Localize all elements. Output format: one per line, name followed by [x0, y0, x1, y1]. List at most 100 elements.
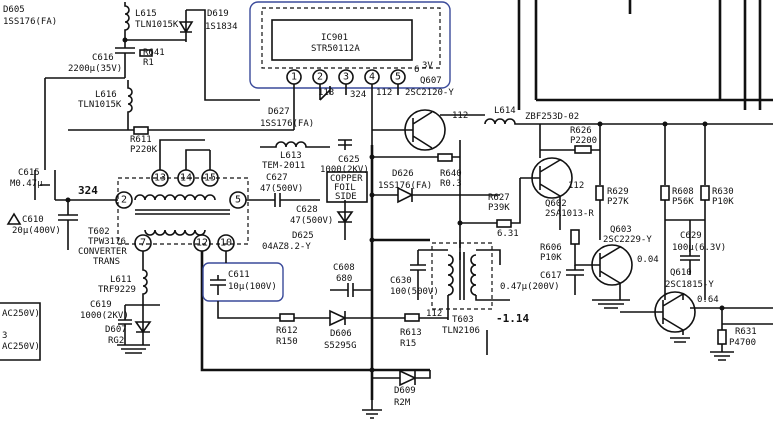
ic901-package-dashed: [261, 7, 441, 69]
c616-ref: C616: [92, 53, 114, 63]
c628-ref: C628: [296, 205, 318, 215]
ac-box: [0, 302, 41, 361]
c628-val: 47(500V): [290, 216, 333, 226]
r627-leads: [460, 178, 521, 224]
c608-cap: [330, 283, 372, 297]
r627-body: [496, 219, 512, 228]
r611-ref: R611: [130, 135, 152, 145]
t602-top-leads: [159, 139, 211, 170]
c615-ref: C615: [18, 168, 40, 178]
c630-val: 100(500V): [390, 287, 439, 297]
r611-body: [133, 126, 149, 135]
t602-desc-2: TRANS: [93, 257, 120, 267]
c629-ref: C629: [680, 231, 702, 241]
ac-label-1: AC250V): [2, 309, 40, 319]
c617-cap: [566, 265, 584, 295]
c625-cap: [338, 139, 352, 150]
r630-body: [700, 185, 710, 201]
c619-val: 1000(2KV): [80, 311, 129, 321]
q607-part: 2SC2120-Y: [405, 88, 454, 98]
r631-ref: R631: [735, 327, 757, 337]
d627-ref: D627: [268, 107, 290, 117]
right-frame-lines: [517, 0, 773, 110]
c619-cap: [118, 304, 160, 345]
l613-part: TEM-2011: [262, 161, 305, 171]
r630-ref: R630: [712, 187, 734, 197]
r613-leads: [419, 317, 488, 355]
l616-part: TLN1015K: [78, 100, 122, 110]
q610-part: 2SC1815-Y: [665, 280, 714, 290]
junction-dot: [369, 367, 375, 373]
r608-body: [660, 185, 670, 201]
t602-ref: T602: [88, 227, 110, 237]
warning-icon: [6, 212, 22, 225]
ic901-body: [271, 19, 413, 61]
r630-val: P10K: [712, 197, 734, 207]
r631-val: P4700: [729, 338, 756, 348]
d626-diode: [372, 186, 500, 204]
junction-dot: [597, 121, 603, 127]
d619-part: 1S1834: [205, 22, 238, 32]
junction-dot: [719, 305, 725, 311]
voltage-112-q602: 112: [568, 181, 584, 191]
d626-ref: D626: [392, 169, 414, 179]
r631-leads: [721, 308, 773, 352]
t603-outline: [431, 242, 493, 310]
c629-cap: [680, 220, 700, 275]
d607-diode: [134, 310, 152, 345]
t603-windings: [447, 252, 477, 300]
c630-cap: [410, 250, 426, 300]
r612-ref: R612: [276, 326, 298, 336]
voltage-004: 0.04: [637, 255, 659, 265]
c617-ref: C617: [540, 271, 562, 281]
d606-part: S5295G: [324, 341, 357, 351]
junction-dot: [457, 220, 463, 226]
c617-val: 0.47μ(200V): [500, 282, 560, 292]
ic-pin-leads: [260, 84, 399, 145]
ac-label-2-num: 3: [2, 331, 7, 341]
t602-outline: [117, 177, 249, 245]
r611-val: P220K: [130, 145, 158, 155]
c627-ref: C627: [266, 173, 288, 183]
voltage-631: 6.31: [497, 229, 519, 239]
junction-dot: [369, 154, 375, 160]
ic901-pin-5-label: 5: [395, 72, 401, 83]
l616-ref: L616: [95, 90, 117, 100]
l613-coil: [260, 141, 330, 148]
r612-val: R150: [276, 337, 298, 347]
c611-ref: C611: [228, 270, 250, 280]
voltage-064: 0.64: [697, 295, 719, 305]
q602-leads: [520, 124, 561, 230]
d605-ref: D605: [3, 5, 25, 15]
q602-ref: Q602: [545, 199, 567, 209]
d609-diode: [372, 369, 431, 387]
t602-pin-10-label: 10: [220, 238, 232, 249]
t602-pin-2-label: 2: [121, 195, 127, 206]
copper-label-1: COPPER: [330, 174, 363, 184]
d625-ref: D625: [292, 231, 314, 241]
ground-r631: [670, 337, 734, 361]
t603-leads: [418, 240, 510, 320]
c615-val: M0.47μ: [10, 179, 43, 189]
c615-cap: [34, 170, 56, 200]
voltage-114: -1.14: [496, 312, 529, 325]
ic901-pin-6-label: 6: [414, 65, 419, 75]
c628-cap: [246, 193, 320, 207]
ic901-pin-2-label: 2: [317, 72, 323, 83]
d626-part: 1SS176(FA): [378, 181, 432, 191]
junction-dot: [702, 121, 708, 127]
d609-part: R2M: [394, 398, 411, 408]
d606-diode: [294, 309, 405, 327]
copper-foil-box: [326, 171, 368, 203]
junction-dot: [369, 237, 375, 243]
r613-body: [404, 313, 420, 322]
c627-val: 47(500V): [260, 184, 303, 194]
c625-ref: C625: [338, 155, 360, 165]
copper-label-3: SIDE: [335, 192, 357, 202]
t602-windings: [134, 194, 230, 236]
c625-val: 1000(2KV): [320, 165, 369, 175]
d605-part: 1SS176(FA): [3, 17, 57, 27]
q610-ref: Q610: [670, 268, 692, 278]
r606-val: P10K: [540, 253, 562, 263]
r640-body: [437, 153, 453, 162]
